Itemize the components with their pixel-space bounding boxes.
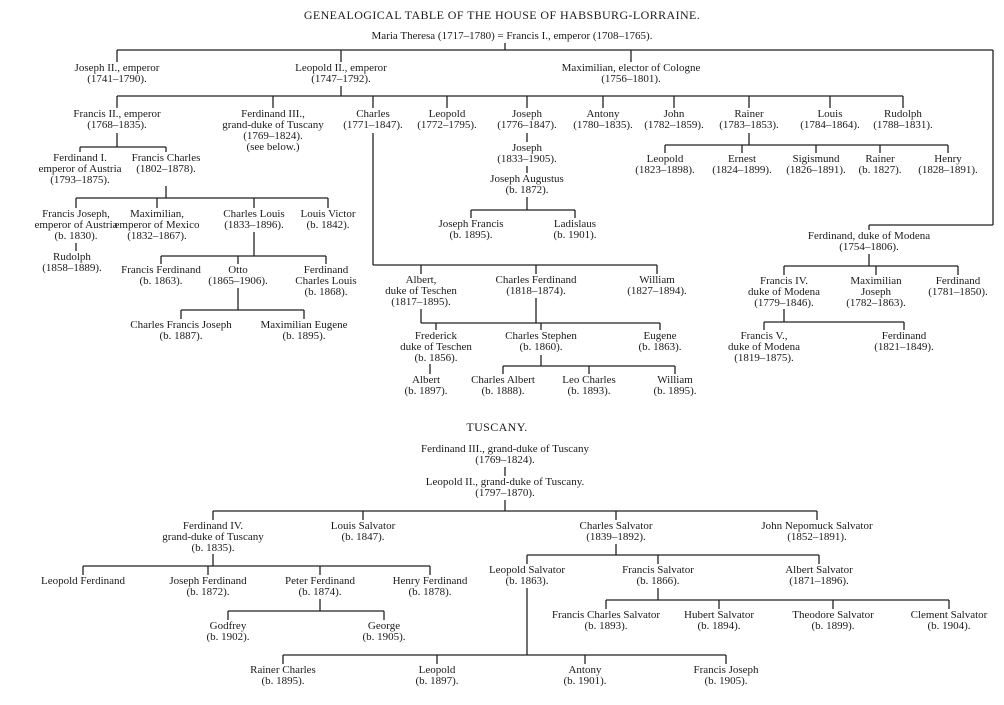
- person-francis-charles: Francis Charles (1802–1878).: [131, 152, 201, 175]
- person-godfrey: Godfrey (b. 1902).: [206, 620, 250, 643]
- person-sigismund: Sigismund (1826–1891).: [786, 153, 846, 176]
- person-ferdinand-iii-top: Ferdinand III., grand-duke of Tuscany (1…: [222, 108, 324, 153]
- person-albert-teschen: Albert, duke of Teschen (1817–1895).: [385, 274, 457, 308]
- person-eugene: Eugene (b. 1863).: [638, 330, 682, 353]
- person-charles-albert: Charles Albert (b. 1888).: [471, 374, 535, 397]
- person-antony-1780: Antony (1780–1835).: [573, 108, 633, 131]
- person-francis-iv: Francis IV. duke of Modena (1779–1846).: [747, 275, 821, 309]
- person-albert-salvator: Albert Salvator (1871–1896).: [785, 564, 853, 587]
- person-john-nepomuck: John Nepomuck Salvator (1852–1891).: [761, 520, 873, 543]
- person-charles-louis: Charles Louis (1833–1896).: [223, 208, 285, 231]
- person-william-1895: William (b. 1895).: [653, 374, 697, 397]
- person-leopold-ii: Leopold II., emperor (1747–1792).: [295, 62, 387, 85]
- person-ernest: Ernest (1824–1899).: [712, 153, 772, 176]
- person-maximilian-joseph: Maximilian Joseph (1782–1863).: [846, 275, 906, 309]
- person-albert-1897: Albert (b. 1897).: [404, 374, 448, 397]
- person-francis-ii: Francis II., emperor (1768–1835).: [73, 108, 161, 131]
- person-rainer-1827: Rainer (b. 1827).: [858, 153, 902, 176]
- person-francis-salvator: Francis Salvator (b. 1866).: [622, 564, 694, 587]
- person-henry-ferdinand: Henry Ferdinand (b. 1878).: [392, 575, 468, 598]
- person-charles-salvator: Charles Salvator (1839–1892).: [579, 520, 653, 543]
- person-francis-ferdinand: Francis Ferdinand (b. 1863).: [121, 264, 201, 287]
- person-joseph-ii: Joseph II., emperor (1741–1790).: [74, 62, 160, 85]
- person-joseph-1833: Joseph (1833–1905).: [497, 142, 557, 165]
- person-charles-francis-joseph: Charles Francis Joseph (b. 1887).: [130, 319, 232, 342]
- person-joseph-ferdinand: Joseph Ferdinand (b. 1872).: [169, 575, 247, 598]
- person-leopold-1897: Leopold (b. 1897).: [415, 664, 459, 687]
- person-louis: Louis (1784–1864).: [800, 108, 860, 131]
- person-maximilian-mexico: Maximilian, emperor of Mexico (1832–1867…: [114, 208, 200, 242]
- person-leopold-ferdinand: Leopold Ferdinand: [40, 575, 126, 587]
- person-henry-1828: Henry (1828–1891).: [918, 153, 978, 176]
- founding-couple: Maria Theresa (1717–1780) = Francis I., …: [371, 30, 653, 42]
- tuscany-subtitle: TUSCANY.: [466, 420, 528, 434]
- person-francis-charles-salvator: Francis Charles Salvator (b. 1893).: [551, 609, 661, 632]
- person-rainer-1783: Rainer (1783–1853).: [719, 108, 779, 131]
- person-leopold-ii-tuscany: Leopold II., grand-duke of Tuscany. (179…: [425, 476, 585, 499]
- person-charles-stephen: Charles Stephen (b. 1860).: [505, 330, 577, 353]
- person-charles: Charles (1771–1847).: [343, 108, 403, 131]
- person-ladislaus: Ladislaus (b. 1901).: [553, 218, 597, 241]
- person-louis-salvator: Louis Salvator (b. 1847).: [330, 520, 396, 543]
- person-joseph-1776: Joseph (1776–1847).: [497, 108, 557, 131]
- person-antony-1901: Antony (b. 1901).: [563, 664, 607, 687]
- person-otto: Otto (1865–1906).: [208, 264, 268, 287]
- person-rudolph-1788: Rudolph (1788–1831).: [873, 108, 933, 131]
- person-hubert-salvator: Hubert Salvator (b. 1894).: [684, 609, 754, 632]
- person-john: John (1782–1859).: [644, 108, 704, 131]
- person-francis-v: Francis V., duke of Modena (1819–1875).: [727, 330, 801, 364]
- person-ferdinand-modena: Ferdinand, duke of Modena (1754–1806).: [807, 230, 931, 253]
- person-joseph-augustus: Joseph Augustus (b. 1872).: [490, 173, 564, 196]
- person-francis-joseph-emp: Francis Joseph, emperor of Austria (b. 1…: [34, 208, 118, 242]
- person-william-1827: William (1827–1894).: [627, 274, 687, 297]
- person-leopold-salvator: Leopold Salvator (b. 1863).: [488, 564, 566, 587]
- person-louis-victor: Louis Victor (b. 1842).: [300, 208, 356, 231]
- person-ferdinand-charles-louis: Ferdinand Charles Louis (b. 1868).: [295, 264, 357, 298]
- person-clement-salvator: Clement Salvator (b. 1904).: [910, 609, 988, 632]
- person-ferdinand-1781: Ferdinand (1781–1850).: [928, 275, 988, 298]
- person-rainer-charles: Rainer Charles (b. 1895).: [250, 664, 316, 687]
- person-george: George (b. 1905).: [362, 620, 406, 643]
- person-leo-charles: Leo Charles (b. 1893).: [562, 374, 616, 397]
- person-rudolph-1858: Rudolph (1858–1889).: [42, 251, 102, 274]
- person-maximilian-cologne: Maximilian, elector of Cologne (1756–180…: [561, 62, 701, 85]
- person-joseph-francis: Joseph Francis (b. 1895).: [438, 218, 504, 241]
- person-maximilian-eugene: Maximilian Eugene (b. 1895).: [260, 319, 348, 342]
- person-francis-joseph-1905: Francis Joseph (b. 1905).: [693, 664, 759, 687]
- person-ferdinand-1821: Ferdinand (1821–1849).: [874, 330, 934, 353]
- person-ferdinand-iv: Ferdinand IV. grand-duke of Tuscany (b. …: [162, 520, 264, 554]
- person-ferdinand-i: Ferdinand I. emperor of Austria (1793–18…: [38, 152, 122, 186]
- person-charles-ferdinand: Charles Ferdinand (1818–1874).: [495, 274, 577, 297]
- person-ferdinand-iii-tuscany: Ferdinand III., grand-duke of Tuscany (1…: [420, 443, 590, 466]
- table-title: GENEALOGICAL TABLE OF THE HOUSE OF HABSB…: [303, 8, 701, 22]
- person-frederick: Frederick duke of Teschen (b. 1856).: [400, 330, 472, 364]
- person-leopold-1772: Leopold (1772–1795).: [417, 108, 477, 131]
- person-theodore-salvator: Theodore Salvator (b. 1899).: [792, 609, 874, 632]
- person-leopold-1823: Leopold (1823–1898).: [635, 153, 695, 176]
- person-peter-ferdinand: Peter Ferdinand (b. 1874).: [285, 575, 355, 598]
